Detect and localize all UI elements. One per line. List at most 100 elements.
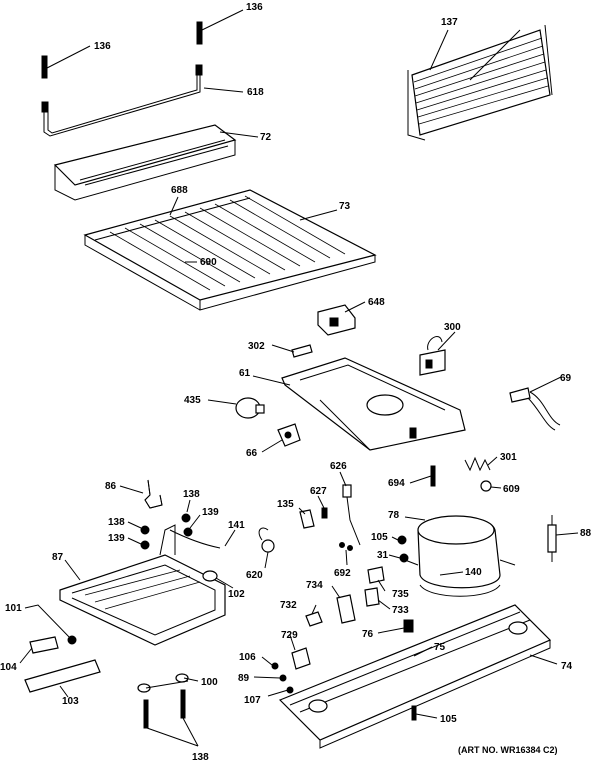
callout-label: 141 — [228, 520, 245, 531]
callout-label: 105 — [371, 532, 388, 543]
part-drawings — [24, 21, 561, 749]
callout-label: 75 — [434, 642, 446, 653]
callout-label: 72 — [260, 132, 272, 143]
part-135 — [299, 509, 315, 529]
callout-label: 66 — [246, 448, 258, 459]
callout-label: 733 — [392, 605, 409, 616]
part-729 — [291, 647, 311, 670]
part-627 — [321, 507, 328, 519]
callout-label: 729 — [281, 630, 298, 641]
part-138-upper — [181, 513, 191, 523]
callout-label: 100 — [201, 677, 218, 688]
callout-label: 135 — [277, 499, 294, 510]
leader-lines — [19, 9, 579, 747]
grommet-102 — [202, 570, 218, 582]
callout-label: 301 — [500, 452, 517, 463]
bulb-435 — [235, 397, 265, 419]
callout-label: 139 — [202, 507, 219, 518]
callout-label: 76 — [362, 629, 374, 640]
callout-label: 692 — [334, 568, 351, 579]
callout-label: 101 — [5, 603, 22, 614]
callout-label: 107 — [244, 695, 261, 706]
part-105-lower — [411, 705, 417, 721]
washer-100-left — [137, 683, 151, 693]
callout-label: 103 — [62, 696, 79, 707]
callout-label: 648 — [368, 297, 385, 308]
callout-label: 694 — [388, 478, 405, 489]
callout-label: 136 — [94, 41, 111, 52]
screw-138-left — [143, 699, 149, 729]
callout-label: 87 — [52, 552, 64, 563]
pin-694 — [430, 465, 436, 487]
harness-69 — [509, 387, 561, 431]
part-735 — [367, 566, 385, 584]
part-76 — [403, 619, 414, 633]
callout-label: 734 — [306, 580, 323, 591]
part-138-left — [140, 525, 150, 535]
part-139-left — [140, 540, 150, 550]
callout-label: 137 — [441, 17, 458, 28]
callout-label: 136 — [246, 2, 263, 13]
part-88 — [547, 515, 557, 562]
callout-label: 140 — [465, 567, 482, 578]
part-732 — [305, 611, 323, 627]
callout-label: 627 — [310, 486, 327, 497]
callout-label: 88 — [580, 528, 592, 539]
callout-label: 69 — [560, 373, 572, 384]
part-89 — [279, 674, 287, 682]
part-104 — [29, 636, 59, 654]
callout-label: 102 — [228, 589, 245, 600]
callout-label: 61 — [239, 368, 251, 379]
callout-label: 690 — [200, 257, 217, 268]
socket-66 — [277, 423, 301, 447]
callout-label: 89 — [238, 673, 250, 684]
condenser-137 — [407, 24, 553, 141]
callout-label: 735 — [392, 589, 409, 600]
callout-label: 609 — [503, 484, 520, 495]
callout-labels: 136 136 618 72 137 688 73 690 648 300 30… — [0, 2, 592, 763]
part-105-upper — [397, 535, 407, 545]
callout-label: 86 — [105, 481, 117, 492]
screw-138-right — [180, 689, 186, 719]
screw-136-left — [41, 55, 48, 79]
switch-300 — [419, 336, 446, 376]
tube-618 — [41, 64, 203, 137]
part-139-upper — [183, 527, 193, 537]
callout-label: 138 — [108, 517, 125, 528]
callout-label: 732 — [280, 600, 297, 611]
part-692 — [339, 542, 353, 551]
part-302 — [291, 344, 313, 358]
callout-label: 105 — [440, 714, 457, 725]
callout-label: 31 — [377, 550, 389, 561]
callout-label: 78 — [388, 510, 400, 521]
callout-label: 139 — [108, 533, 125, 544]
spring-301 — [464, 456, 491, 472]
shelf-73 — [83, 189, 377, 311]
screw-136-right — [196, 21, 203, 45]
part-733 — [364, 587, 380, 607]
wire-141 — [169, 529, 221, 549]
callout-label: 626 — [330, 461, 347, 472]
drain-pan-87 — [59, 524, 226, 646]
compressor-78 — [404, 515, 516, 597]
channel-72 — [53, 124, 237, 201]
part-620 — [258, 527, 275, 553]
part-626 — [342, 484, 361, 546]
part-31 — [399, 553, 409, 563]
art-number: (ART NO. WR16384 C2) — [458, 745, 558, 755]
base-rail-74 — [278, 604, 552, 749]
part-734 — [336, 594, 356, 624]
callout-label: 435 — [184, 395, 201, 406]
part-609 — [480, 480, 492, 492]
callout-label: 618 — [247, 87, 264, 98]
strip-103 — [24, 659, 101, 693]
callout-label: 106 — [239, 652, 256, 663]
part-106 — [271, 662, 279, 670]
tube-86 — [144, 479, 163, 509]
callout-label: 688 — [171, 185, 188, 196]
callout-label: 302 — [248, 341, 265, 352]
callout-label: 138 — [192, 752, 209, 763]
callout-label: 300 — [444, 322, 461, 333]
callout-label: 620 — [246, 570, 263, 581]
